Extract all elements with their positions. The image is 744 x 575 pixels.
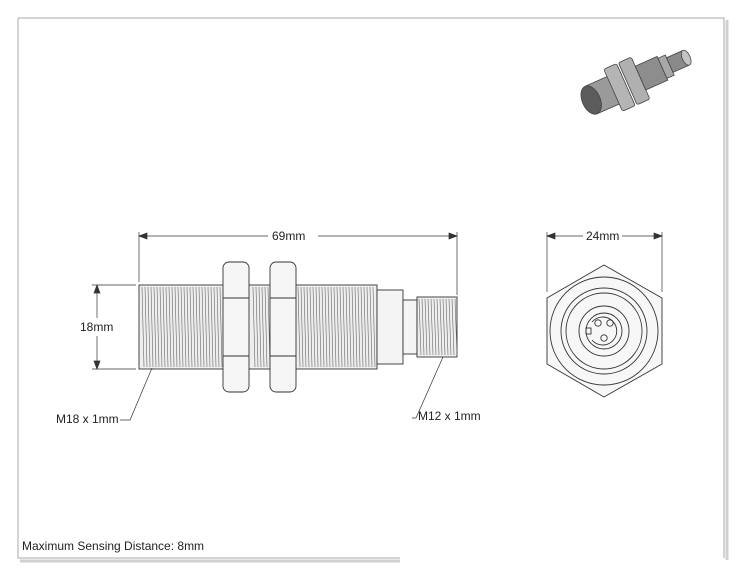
sensor-side-view [138, 261, 458, 393]
body-diameter-label: 18mm [80, 320, 114, 334]
isometric-sensor-view [580, 49, 692, 115]
body-threads [141, 286, 376, 368]
nut-width-label: 24mm [586, 229, 620, 243]
main-thread-label: M18 x 1mm [56, 412, 119, 426]
front-nut [222, 261, 250, 393]
sensing-distance-note: Maximum Sensing Distance: 8mm [22, 539, 205, 553]
connector-thread-label: M12 x 1mm [418, 409, 481, 423]
connector-threads [418, 298, 458, 356]
hex-nut-outline [546, 264, 663, 398]
sheet-frame [17, 17, 729, 563]
connector-pin [594, 319, 602, 327]
collar [376, 289, 404, 365]
dimension-lines [92, 232, 663, 421]
sensor-end-view [546, 264, 663, 398]
connector-neck [402, 299, 418, 355]
connector-pin [606, 319, 614, 327]
overall-length-label: 69mm [272, 229, 306, 243]
rear-nut [269, 261, 297, 393]
connector-pin [600, 334, 608, 342]
